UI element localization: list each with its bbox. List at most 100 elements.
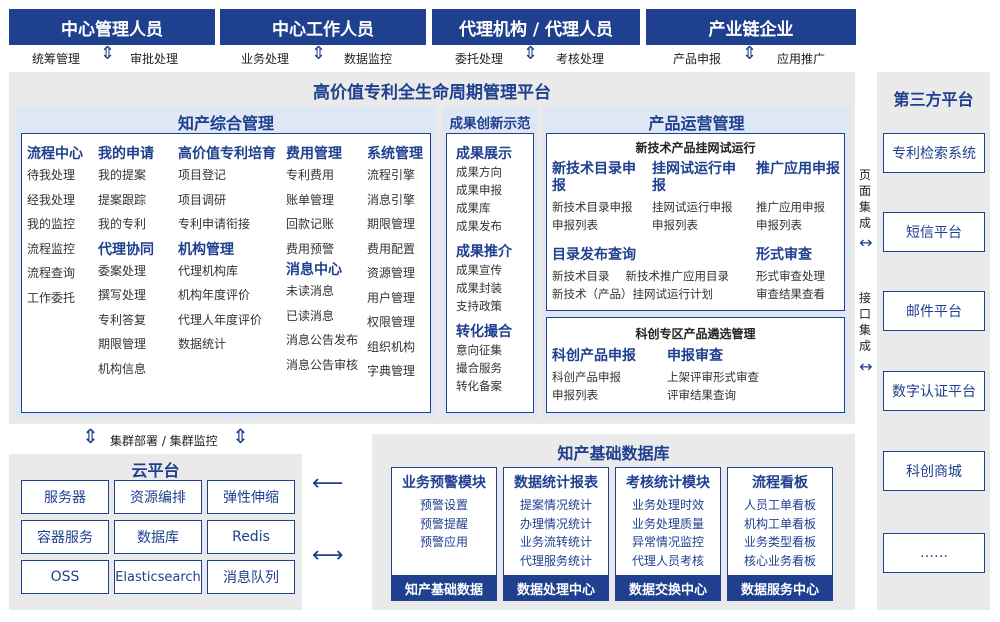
menu-item[interactable]: 委案处理 <box>98 263 147 278</box>
module-item[interactable]: 人员工单看板 <box>743 498 816 512</box>
module-item[interactable]: 业务类型看板 <box>743 535 816 549</box>
menu-item[interactable]: 撮合服务 <box>456 361 502 375</box>
menu-item[interactable]: 申报列表 <box>552 218 598 232</box>
col-formal-review: 形式审查 形式审查处理 审查结果查看 <box>756 247 844 303</box>
menu-item[interactable]: 消息公告审核 <box>286 357 359 372</box>
cloud-message-queue[interactable]: 消息队列 <box>207 560 295 594</box>
role-center-admin: 中心管理人员 <box>9 9 215 45</box>
cloud-database[interactable]: 数据库 <box>114 520 202 554</box>
menu-item[interactable]: 成果封装 <box>456 281 502 295</box>
menu-item[interactable]: 撰写处理 <box>98 288 147 302</box>
menu-item[interactable]: 费用预警 <box>286 241 335 256</box>
menu-item[interactable]: 账单管理 <box>286 192 335 207</box>
menu-item[interactable]: 机构信息 <box>98 361 147 376</box>
menu-item[interactable]: 用户管理 <box>367 290 416 305</box>
cloud-redis[interactable]: Redis <box>207 520 295 554</box>
col-my-application: 我的申请 我的提案 提案跟踪 我的专利 代理协同 委案处理 撰写处理 专利答复 … <box>98 143 154 381</box>
menu-item[interactable]: 期限管理 <box>367 217 416 231</box>
menu-item[interactable]: 形式审查处理 <box>756 269 825 283</box>
menu-item[interactable]: 权限管理 <box>367 315 416 329</box>
menu-item[interactable]: 评审结果查询 <box>667 388 736 402</box>
module-item[interactable]: 预警设置 <box>419 498 468 512</box>
module-item[interactable]: 代理人员考核 <box>631 553 704 568</box>
menu-item[interactable]: 新技术推广应用目录 <box>625 269 730 283</box>
third-party-digital-cert[interactable]: 数字认证平台 <box>883 371 985 411</box>
cloud-oss[interactable]: OSS <box>21 560 109 594</box>
menu-item[interactable]: 机构年度评价 <box>178 288 251 302</box>
menu-item[interactable]: 意向征集 <box>456 343 502 357</box>
cloud-server[interactable]: 服务器 <box>21 480 109 514</box>
menu-item[interactable]: 专利答复 <box>98 312 147 327</box>
bidirectional-arrow-icon: ⇕ <box>232 424 249 448</box>
third-party-sms[interactable]: 短信平台 <box>883 212 985 252</box>
menu-item[interactable]: 转化备案 <box>456 379 502 393</box>
module-item[interactable]: 核心业务看板 <box>743 553 816 568</box>
menu-item[interactable]: 未读消息 <box>286 284 335 298</box>
menu-item[interactable]: 提案跟踪 <box>98 192 147 207</box>
menu-item[interactable]: 专利费用 <box>286 168 335 182</box>
menu-item[interactable]: 申报列表 <box>652 218 698 232</box>
menu-item[interactable]: 支持政策 <box>456 299 502 313</box>
menu-item[interactable]: 成果库 <box>456 201 491 215</box>
cloud-autoscale[interactable]: 弹性伸缩 <box>207 480 295 514</box>
menu-item[interactable]: 专利申请衔接 <box>178 217 251 231</box>
menu-item[interactable]: 成果宣传 <box>456 263 502 277</box>
module-item[interactable]: 机构工单看板 <box>743 516 816 531</box>
menu-item[interactable]: 推广应用申报 <box>756 200 825 214</box>
cloud-orchestration[interactable]: 资源编排 <box>114 480 202 514</box>
menu-item[interactable]: 上架评审形式审查 <box>667 370 759 384</box>
menu-item[interactable]: 字典管理 <box>367 364 416 378</box>
menu-item[interactable]: 费用配置 <box>367 241 416 256</box>
menu-item[interactable]: 项目调研 <box>178 192 227 207</box>
third-party-more[interactable]: …… <box>883 533 985 573</box>
menu-item[interactable]: 我的专利 <box>98 217 147 231</box>
menu-item[interactable]: 审查结果查看 <box>756 287 825 301</box>
module-item[interactable]: 预警应用 <box>419 535 468 549</box>
menu-item[interactable]: 资源管理 <box>367 266 416 280</box>
module-item[interactable]: 预警提醒 <box>419 516 468 531</box>
cloud-elasticsearch[interactable]: Elasticsearch <box>114 560 202 594</box>
role-action-right: 数据监控 <box>344 52 393 66</box>
module-title: 数据统计报表 <box>514 475 598 491</box>
menu-item[interactable]: 成果申报 <box>456 183 502 197</box>
menu-item[interactable]: 流程引擎 <box>367 168 416 182</box>
module-item[interactable]: 业务处理质量 <box>631 516 704 531</box>
menu-item[interactable]: 我的监控 <box>27 217 76 231</box>
menu-item[interactable]: 消息引擎 <box>367 192 416 207</box>
menu-item[interactable]: 数据统计 <box>178 337 227 351</box>
menu-item[interactable]: 科创产品申报 <box>552 370 621 384</box>
module-item[interactable]: 业务处理时效 <box>631 498 704 512</box>
third-party-patent-search[interactable]: 专利检索系统 <box>883 133 985 173</box>
module-item[interactable]: 代理服务统计 <box>519 553 592 568</box>
menu-item[interactable]: 申报列表 <box>552 388 598 402</box>
menu-item[interactable]: 工作委托 <box>27 290 76 305</box>
menu-item[interactable]: 期限管理 <box>98 337 147 351</box>
cloud-container[interactable]: 容器服务 <box>21 520 109 554</box>
third-party-email[interactable]: 邮件平台 <box>883 291 985 331</box>
menu-item[interactable]: 待我处理 <box>27 168 76 182</box>
menu-item[interactable]: 已读消息 <box>286 308 335 323</box>
menu-item[interactable]: 申报列表 <box>756 218 802 232</box>
menu-item[interactable]: 流程监控 <box>27 241 76 256</box>
module-item[interactable]: 办理情况统计 <box>519 516 592 531</box>
menu-item[interactable]: 新技术目录 <box>552 269 610 283</box>
menu-item[interactable]: 我的提案 <box>98 168 147 182</box>
menu-item[interactable]: 挂网试运行申报 <box>652 200 733 214</box>
menu-item[interactable]: 回款记账 <box>286 217 335 231</box>
menu-item[interactable]: 代理机构库 <box>178 263 239 278</box>
menu-item[interactable]: 代理人年度评价 <box>178 312 263 327</box>
menu-item[interactable]: 成果方向 <box>456 165 502 179</box>
menu-item[interactable]: 经我处理 <box>27 192 76 207</box>
menu-item[interactable]: 新技术目录申报 <box>552 200 633 214</box>
menu-item[interactable]: 组织机构 <box>367 339 416 354</box>
module-item[interactable]: 异常情况监控 <box>631 535 704 549</box>
group-title: 成果推介 <box>456 244 512 260</box>
menu-item[interactable]: 消息公告发布 <box>286 333 359 347</box>
menu-item[interactable]: 项目登记 <box>178 168 227 182</box>
module-item[interactable]: 业务流转统计 <box>519 535 592 549</box>
menu-item[interactable]: 流程查询 <box>27 266 76 280</box>
third-party-mall[interactable]: 科创商城 <box>883 451 985 491</box>
menu-item[interactable]: 成果发布 <box>456 219 502 233</box>
module-item[interactable]: 提案情况统计 <box>519 498 592 512</box>
menu-item[interactable]: 新技术（产品）挂网试运行计划 <box>552 287 713 301</box>
